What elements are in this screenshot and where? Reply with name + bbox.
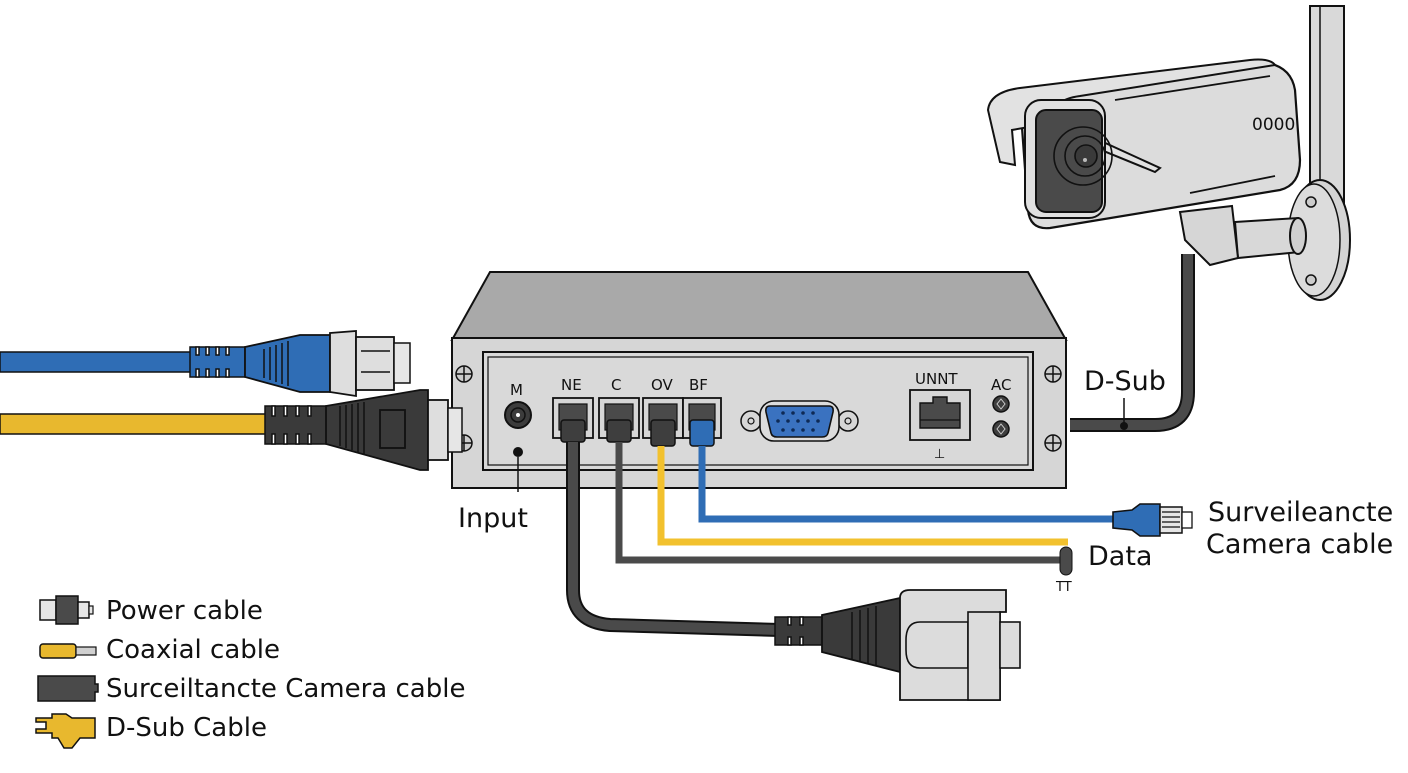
coaxial-cable-icon <box>39 643 97 659</box>
d-sub-cable-route: D-Sub <box>1070 254 1195 432</box>
legend-label: Surceiltancte Camera cable <box>106 674 465 704</box>
port-c[interactable]: C <box>598 376 640 443</box>
port-unnt[interactable]: UNNT ⊥ <box>909 370 971 462</box>
d-sub-plug <box>774 589 1021 701</box>
wall-mount-bracket <box>1178 179 1351 301</box>
mounting-pole <box>1309 5 1345 207</box>
input-callout: Input <box>458 457 528 534</box>
blue-cable <box>0 330 411 398</box>
input-label: Input <box>458 503 528 534</box>
legend: Power cable Coaxial cable Surceiltancte … <box>35 595 465 749</box>
legend-label: Power cable <box>106 596 263 626</box>
port-ov[interactable]: OV <box>642 376 684 447</box>
port-label-bf: BF <box>689 376 708 394</box>
data-label: Data <box>1088 541 1152 572</box>
camera-cable-label-line2: Camera cable <box>1206 529 1393 560</box>
port-m[interactable]: M <box>504 381 532 457</box>
legend-item-power-cable: Power cable <box>39 595 263 626</box>
camera-indicator-text: 0000 <box>1252 115 1295 135</box>
security-camera: 0000 <box>986 5 1351 301</box>
yellow-coax-cable <box>0 389 463 471</box>
port-label-ac: AC <box>991 376 1011 394</box>
legend-item-coaxial-cable: Coaxial cable <box>39 635 280 665</box>
legend-label: Coaxial cable <box>106 635 280 665</box>
port-bf[interactable]: BF <box>682 376 722 447</box>
port-ac[interactable]: AC <box>991 376 1011 438</box>
power-cable-icon <box>39 595 94 625</box>
port-ne[interactable]: NE <box>552 376 594 443</box>
port-cables <box>566 442 1115 637</box>
port-label-ov: OV <box>651 376 674 394</box>
port-label-m: M <box>510 381 523 399</box>
legend-item-d-sub-cable: D-Sub Cable <box>35 713 267 749</box>
camera-housing: 0000 <box>986 58 1302 230</box>
camera-cable-icon <box>37 675 99 702</box>
port-label-unnt: UNNT <box>915 370 958 388</box>
d-sub-cable-icon <box>35 713 96 749</box>
legend-label: D-Sub Cable <box>106 713 267 743</box>
screw-icon <box>455 365 1062 452</box>
tt-label: TT <box>1055 580 1072 595</box>
camera-cable-plug <box>1112 503 1193 537</box>
port-label-ne: NE <box>561 376 582 394</box>
camera-cable-label-line1: Surveileancte <box>1208 497 1393 528</box>
legend-item-camera-cable: Surceiltancte Camera cable <box>37 674 465 704</box>
d-sub-label: D-Sub <box>1084 366 1166 397</box>
port-sub-label-unnt: ⊥ <box>934 447 945 462</box>
recorder-device: M NE C OV BF <box>450 271 1068 489</box>
port-vga[interactable] <box>740 400 859 442</box>
port-label-c: C <box>611 376 621 394</box>
